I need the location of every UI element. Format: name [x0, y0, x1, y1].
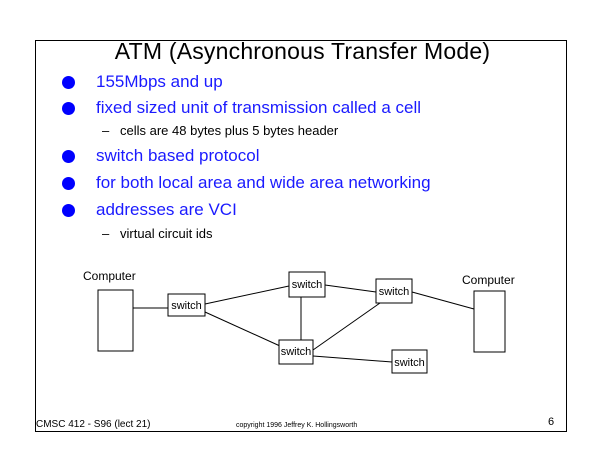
bullet-dot-icon [62, 102, 75, 115]
link-switch1-switch3 [204, 311, 281, 347]
switch-node-2 [288, 271, 326, 298]
computer-right-box [473, 290, 506, 353]
switch-label: switch [394, 357, 425, 369]
link-switch1-switch2 [204, 285, 290, 305]
network-links [133, 284, 475, 363]
switch-label: switch [379, 286, 410, 298]
switch-label: switch [281, 346, 312, 358]
bullet-dot-icon [62, 177, 75, 190]
sub-bullet-text: cells are 48 bytes plus 5 bytes header [120, 123, 339, 138]
slide-title: ATM (Asynchronous Transfer Mode) [114, 38, 491, 64]
footer-course: CMSC 412 - S96 (lect 21) [36, 419, 151, 430]
slide-frame [35, 40, 567, 432]
bullet-dot-icon [62, 76, 75, 89]
bullet-text: switch based protocol [96, 146, 260, 165]
bullet-dot-icon [62, 150, 75, 163]
sub-bullet-text: virtual circuit ids [120, 226, 213, 241]
link-switch3-switch5 [312, 355, 393, 363]
page-number: 6 [548, 416, 555, 428]
bullet-text: 155Mbps and up [96, 72, 223, 91]
bullet-text: fixed sized unit of transmission called … [96, 98, 422, 117]
sub-bullet-dash: – [102, 226, 110, 241]
bullet-text: addresses are VCI [96, 200, 237, 219]
computer-right-label: Computer [462, 273, 515, 287]
computer-left-label: Computer [83, 269, 136, 283]
computer-left-box [97, 289, 134, 352]
link-switch4-computer2 [411, 291, 475, 310]
switch-node-3 [278, 339, 314, 365]
bullet-dot-icon [62, 204, 75, 217]
switch-node-4 [375, 278, 413, 304]
footer-copyright: copyright 1996 Jeffrey K. Hollingsworth [236, 422, 358, 429]
link-switch3-switch4 [312, 302, 381, 351]
switch-label: switch [292, 279, 323, 291]
link-switch2-switch4 [324, 284, 377, 293]
switch-label: switch [171, 300, 202, 312]
switch-node-5 [391, 349, 428, 374]
bullet-text: for both local area and wide area networ… [96, 173, 431, 192]
sub-bullet-dash: – [102, 123, 110, 138]
switch-node-1 [167, 293, 206, 317]
